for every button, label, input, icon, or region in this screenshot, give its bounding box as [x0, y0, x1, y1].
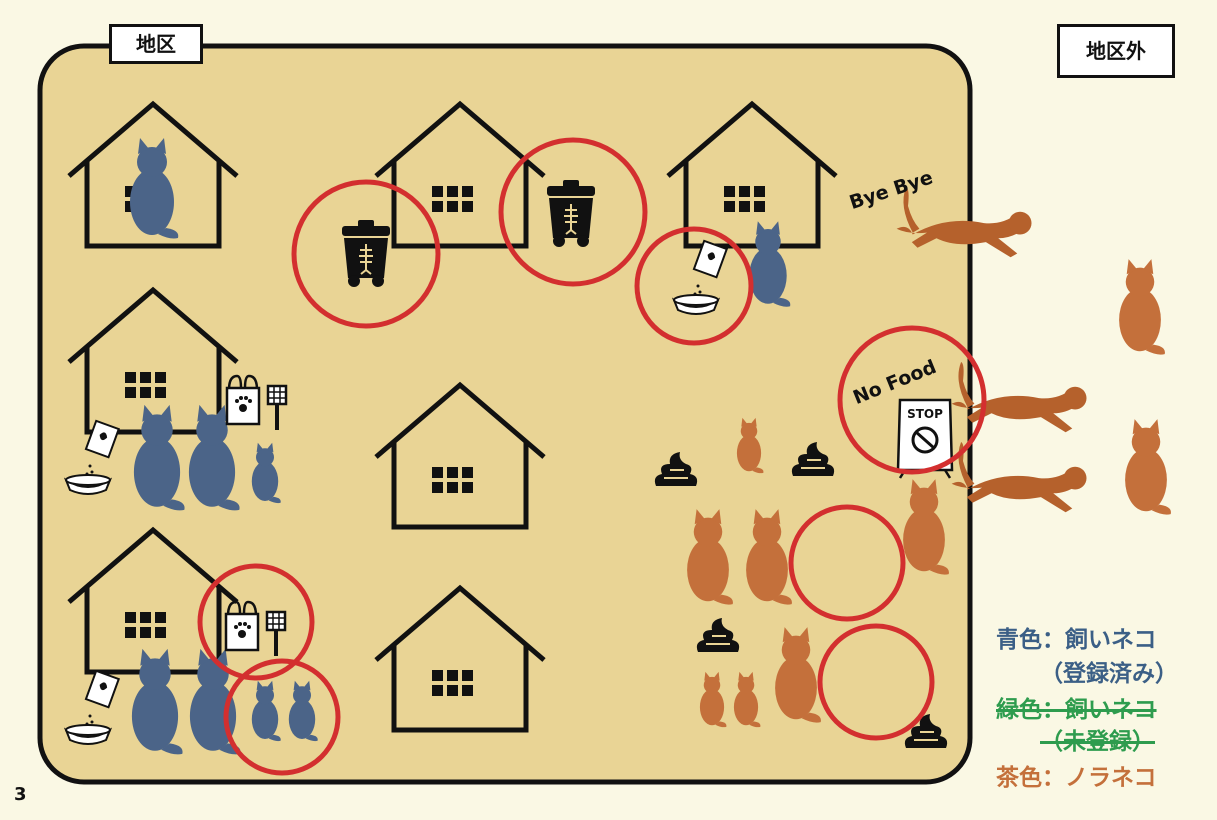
- page-number: 3: [14, 784, 27, 805]
- legend-brown-line1: 茶色：ノラネコ: [996, 765, 1157, 791]
- circle-marker: [634, 226, 754, 346]
- garbage-bin-icon: [546, 179, 596, 248]
- stop-text: STOP: [907, 407, 943, 421]
- legend-blue-line1: 青色：飼いネコ: [996, 627, 1157, 653]
- legend-blue-line2: （登録済み）: [1040, 661, 1178, 687]
- circle-marker: [291, 179, 441, 329]
- district-label: 地区: [109, 24, 203, 64]
- highlight-circles: [197, 137, 987, 776]
- stop-sign-icon: STOP: [896, 398, 954, 479]
- legend-green-line2: （未登録）: [1040, 729, 1155, 755]
- circle-marker: [223, 658, 341, 776]
- circle-marker: [788, 504, 906, 622]
- district-area: [37, 43, 973, 785]
- circle-marker: [837, 325, 987, 475]
- circle-marker: [498, 137, 648, 287]
- legend-green-line1: 緑色：飼いネコ: [996, 697, 1157, 723]
- circle-marker: [197, 563, 315, 681]
- outside-district-label: 地区外: [1057, 24, 1175, 78]
- garbage-bin-icon: [341, 219, 391, 288]
- circle-marker: [817, 623, 935, 741]
- cat-icon: [1119, 259, 1165, 355]
- cat-icon: [1125, 419, 1171, 515]
